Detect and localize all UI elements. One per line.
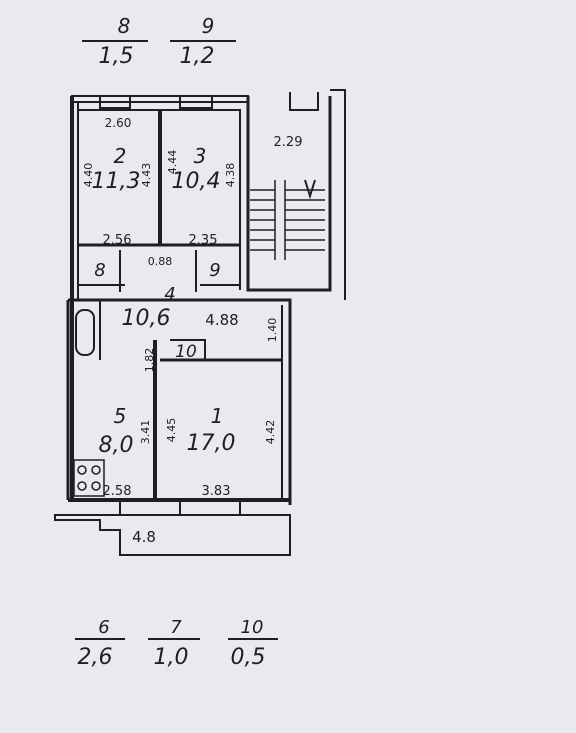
room-5-area: 8,0: [99, 433, 134, 458]
top-windows: [99, 96, 213, 109]
room-5-number: 5: [114, 404, 127, 428]
staircase-outer-wall: [330, 89, 346, 300]
room-9-number: 9: [209, 260, 220, 281]
dim-corridor-height: 1.40: [266, 318, 279, 343]
walls: [54, 89, 346, 556]
stove: [73, 459, 105, 497]
balcony-door-frames: [119, 500, 241, 515]
dim-room-2-left: 4.40: [82, 163, 95, 188]
room-2-number: 2: [114, 144, 127, 168]
dim-room-1-bottom: 3.83: [202, 484, 231, 499]
legend-7-number: 7: [170, 617, 182, 638]
legend-8-area: 1,5: [99, 44, 134, 69]
rooms-2-3-outline: [78, 109, 241, 290]
legend-9-number: 9: [202, 14, 215, 38]
dim-stair: 2.29: [274, 135, 303, 150]
dim-room-1-left: 4.45: [165, 418, 178, 443]
room-3-area: 10,4: [172, 169, 221, 194]
bottom-legend: 6 2,6 7 1,0 10 0,5: [75, 617, 278, 670]
stair-steps: [250, 180, 325, 260]
legend-8-number: 8: [118, 14, 131, 38]
staircase-window: [289, 92, 319, 111]
stair-direction-arrow: [304, 179, 316, 200]
dimension-labels: 2.60 2.29 4.40 4.43 4.44 4.38 2.56 2.35 …: [82, 116, 302, 546]
bathtub: [75, 309, 95, 356]
room-4-number: 4: [164, 284, 175, 305]
legend-10-area: 0,5: [231, 645, 266, 670]
room-labels: 2 11,3 3 10,4 8 9 4 10,6 10 1 17,0 5 8,0: [92, 144, 236, 458]
legend-7-area: 1,0: [154, 645, 189, 670]
dim-room-2-bottom: 2.56: [103, 233, 132, 248]
dim-corridor-length: 4.88: [205, 311, 238, 329]
room-1-area: 17,0: [187, 431, 236, 456]
room-3-number: 3: [194, 144, 207, 168]
dim-room-2-right: 4.43: [140, 163, 153, 188]
closet-10-walls: [170, 339, 206, 360]
dim-room-3-left: 4.44: [166, 150, 179, 175]
dim-room-5-side: 3.41: [139, 420, 152, 445]
dim-room-1-right: 4.42: [264, 420, 277, 445]
dim-room-2-top: 2.60: [105, 116, 132, 130]
balcony-outline: [54, 514, 291, 556]
staircase-walls: [246, 96, 332, 292]
dim-room-3-bottom: 2.35: [189, 233, 218, 248]
dim-room-5-upper: 1.82: [143, 348, 156, 373]
corridor-outline: [68, 298, 292, 505]
dim-balcony: 4.8: [132, 528, 156, 546]
dim-room-3-right: 4.38: [224, 163, 237, 188]
room-2-area: 11,3: [92, 169, 141, 194]
legend-10-number: 10: [241, 617, 264, 638]
top-legend: 8 1,5 9 1,2: [82, 14, 236, 69]
dim-corridor-width: 0.88: [148, 255, 173, 268]
legend-9-area: 1,2: [180, 44, 215, 69]
top-outer-wall: [71, 95, 249, 103]
dim-room-5-bottom: 2.58: [103, 484, 132, 499]
legend-6-number: 6: [98, 617, 109, 638]
room-10-number: 10: [175, 342, 197, 362]
legend-6-area: 2,6: [78, 645, 113, 670]
room-8-number: 8: [94, 260, 105, 281]
closet-side-walls: [119, 250, 197, 292]
room-4-area: 10,6: [122, 306, 171, 331]
room-1-number: 1: [211, 404, 224, 428]
